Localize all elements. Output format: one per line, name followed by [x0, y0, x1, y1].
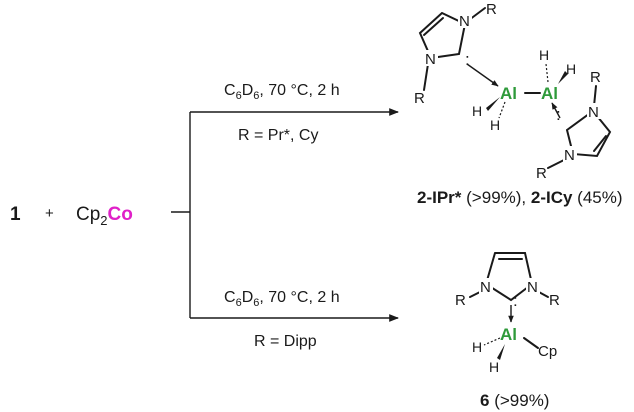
svg-text:H: H: [489, 359, 499, 375]
reagent-cp2co: Cp2Co: [76, 204, 133, 228]
svg-text:N: N: [564, 147, 575, 164]
svg-text:R: R: [549, 292, 560, 309]
svg-text:N: N: [459, 13, 470, 30]
svg-text:H: H: [566, 61, 576, 77]
lower-conditions: C6D6, 70 °C, 2 h: [224, 289, 340, 309]
svg-text:N: N: [425, 51, 436, 68]
plus-sign: +: [45, 205, 54, 222]
top-nr-bond-2: [423, 63, 429, 91]
upper-product-structure: N N R R : Al Al H H H H : N N R R: [414, 1, 612, 182]
lower-r-groups: R = Dipp: [254, 333, 317, 350]
svg-text:N: N: [480, 279, 491, 296]
cyclopentadienyl-label: Cp: [538, 343, 557, 360]
lower-product-caption: 6 (>99%): [480, 391, 549, 410]
top-ring-double-bond: [423, 17, 444, 36]
lower-product-structure: N N R R : Al H H Cp: [455, 252, 560, 375]
aluminium-2: Al: [541, 84, 558, 103]
svg-text:H: H: [539, 47, 549, 63]
reagent-subscript: 2: [100, 213, 107, 228]
upper-product-caption: 2-IPr* (>99%), 2-ICy (45%): [417, 188, 623, 207]
reagent-cp: Cp: [76, 204, 100, 225]
hydride-wedge-right: [558, 71, 568, 84]
hydride-hash-right: [545, 63, 549, 83]
svg-text:R: R: [590, 69, 601, 86]
aluminium-1: Al: [500, 84, 517, 103]
upper-conditions: C6D6, 70 °C, 2 h: [224, 82, 340, 102]
reactant-compound-label: 1: [10, 204, 21, 225]
svg-text:H: H: [472, 103, 482, 119]
svg-text:R: R: [486, 1, 497, 18]
hydride-wedge-left: [486, 97, 500, 111]
svg-text:R: R: [414, 90, 425, 107]
svg-text:R: R: [536, 165, 547, 182]
hydride-hash-left: [498, 101, 506, 119]
svg-text::: :: [513, 291, 518, 310]
svg-text:H: H: [490, 117, 500, 133]
svg-text::: :: [465, 50, 470, 69]
svg-text:N: N: [527, 279, 538, 296]
bottom-dative-arrow: [551, 102, 561, 119]
svg-text:H: H: [472, 339, 482, 355]
lower-hydride-hash: [483, 337, 501, 346]
bottom-ring-double-bond: [593, 135, 607, 152]
al-cp-bond: [523, 337, 539, 349]
upper-r-groups: R = Pr*, Cy: [238, 127, 318, 144]
aluminium-3: Al: [500, 325, 517, 344]
bottom-nr-bond: [593, 85, 597, 107]
reagent-cobalt: Co: [108, 204, 133, 225]
top-dative-arrow: [466, 63, 499, 87]
lower-hydride-wedge: [497, 344, 505, 360]
svg-text:N: N: [588, 104, 599, 121]
svg-text:R: R: [455, 292, 466, 309]
